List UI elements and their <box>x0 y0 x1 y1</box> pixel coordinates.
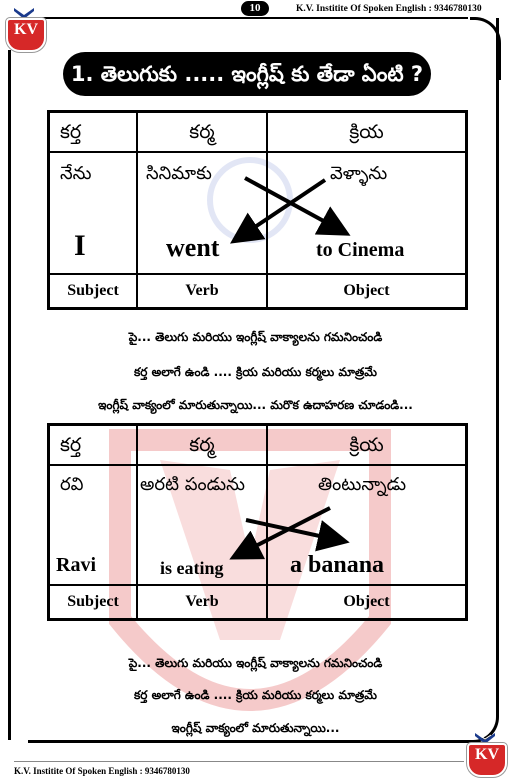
table-header-cell: క్రియ <box>266 423 468 466</box>
table-header-cell: కర్మ <box>136 423 268 466</box>
note-line: పై... తెలుగు మరియు ఇంగ్లీష్ వాక్యాలను గమ… <box>128 656 383 670</box>
logo-text: KV <box>475 746 499 763</box>
note-line: ఇంగ్లీష్ వాక్యంలో మారుతున్నాయి... మరొక ఉ… <box>98 398 413 412</box>
header-institute: K.V. Institite Of Spoken English : 93467… <box>296 4 482 14</box>
table-header-cell: క్రియ <box>266 110 468 153</box>
page-frame-top-right <box>470 17 501 80</box>
page-frame <box>28 18 499 743</box>
kv-logo-top: KV <box>2 8 46 52</box>
book-icon <box>475 733 495 744</box>
table-cell: సినిమాకు went <box>136 151 268 275</box>
label-verb: Verb <box>136 584 268 621</box>
kv-logo-bottom: KV <box>463 733 507 777</box>
table-header-cell: కర్త <box>47 110 138 153</box>
table-cell: నేను I <box>47 151 138 275</box>
comparison-table-1: కర్త కర్మ క్రియ నేను I సినిమాకు went వెళ… <box>47 110 468 310</box>
note-line: పై... తెలుగు మరియు ఇంగ్లీష్ వాక్యాలను గమ… <box>128 330 383 344</box>
table-header-cell: కర్మ <box>136 110 268 153</box>
table-cell: వెళ్ళాను to Cinema <box>266 151 468 275</box>
logo-shield <box>467 743 507 777</box>
book-icon <box>14 8 34 19</box>
table-header-cell: కర్త <box>47 423 138 466</box>
label-object: Object <box>266 273 468 310</box>
note-line: కర్త అలాగే ఉండి .... క్రియ మరియు కర్మలు … <box>134 688 377 702</box>
logo-shield <box>6 18 46 52</box>
label-verb: Verb <box>136 273 268 310</box>
label-object: Object <box>266 584 468 621</box>
note-line: ఇంగ్లీష్ వాక్యంలో మారుతున్నాయి... <box>171 721 340 735</box>
footer-rule <box>14 761 464 762</box>
label-subject: Subject <box>47 273 138 310</box>
header-rule <box>38 17 468 19</box>
comparison-table-2: కర్త కర్మ క్రియ రవి Ravi అరటి పండును is … <box>47 423 468 621</box>
page-title: 1. తెలుగుకు ..... ఇంగ్లీష్ కు తేడా ఏంటి … <box>63 52 431 96</box>
label-subject: Subject <box>47 584 138 621</box>
table-cell: అరటి పండును is eating <box>136 464 268 586</box>
note-line: కర్త అలాగే ఉండి .... క్రియ మరియు కర్మలు … <box>134 365 377 379</box>
footer-institute: K.V. Institite Of Spoken English : 93467… <box>14 766 190 776</box>
table-cell: రవి Ravi <box>47 464 138 586</box>
table-cell: తింటున్నాడు a banana <box>266 464 468 586</box>
page-number: 10 <box>241 1 269 16</box>
logo-text: KV <box>14 21 38 38</box>
page-frame-left <box>8 50 11 740</box>
